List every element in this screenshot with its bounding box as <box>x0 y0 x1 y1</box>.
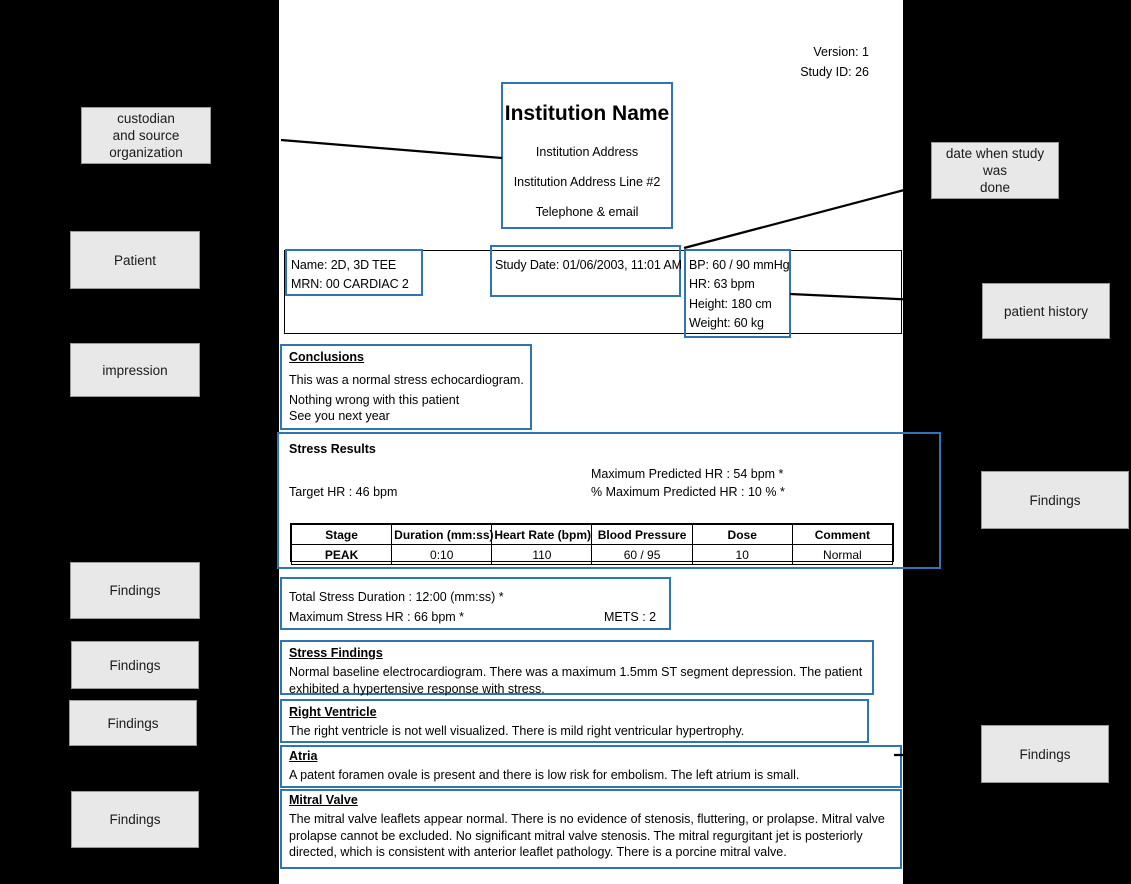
target-hr: Target HR : 46 bpm <box>289 485 398 499</box>
mitral-valve-heading: Mitral Valve <box>289 793 358 807</box>
stress-summary-highlight-box <box>280 577 671 630</box>
right-ventricle-body: The right ventricle is not well visualiz… <box>289 724 745 738</box>
demographics-row-outline <box>284 250 902 334</box>
vitals-weight: Weight: 60 kg <box>689 316 764 330</box>
stress-table-header-row: Stage Duration (mm:ss) Heart Rate (bpm) … <box>290 524 894 545</box>
patient-identity-highlight-box <box>285 249 423 296</box>
max-predicted-hr: Maximum Predicted HR : 54 bpm * <box>591 467 784 481</box>
conclusions-highlight-box <box>280 344 532 430</box>
stress-table-container: Stage Duration (mm:ss) Heart Rate (bpm) … <box>290 523 894 565</box>
mitral-valve-body: The mitral valve leaflets appear normal.… <box>289 812 885 859</box>
mets-value: METS : 2 <box>604 610 657 624</box>
stress-cell-blood-pressure: 60 / 95 <box>591 544 693 565</box>
stress-findings-highlight-box <box>280 640 874 695</box>
stress-findings-body: Normal baseline electrocardiogram. There… <box>289 665 863 696</box>
stress-col-blood-pressure: Blood Pressure <box>591 524 693 545</box>
annotation-findings-right-1[interactable]: Findings <box>981 471 1129 529</box>
institution-name: Institution Name <box>504 102 670 125</box>
stress-col-duration: Duration (mm:ss) <box>391 524 494 545</box>
vitals-bp: BP: 60 / 90 mmHg <box>689 258 790 272</box>
stress-cell-comment: Normal <box>791 544 894 565</box>
version-label: Version: 1 <box>813 45 869 59</box>
institution-address-2: Institution Address Line #2 <box>513 175 661 189</box>
annotation-patient[interactable]: Patient <box>70 231 200 289</box>
mitral-valve-highlight-box <box>280 789 902 869</box>
annotation-patient-history[interactable]: patient history <box>982 283 1110 339</box>
stress-col-heart-rate: Heart Rate (bpm) <box>491 524 593 545</box>
table-row: PEAK 0:10 110 60 / 95 10 Normal <box>290 544 894 565</box>
annotation-findings-1[interactable]: Findings <box>70 562 200 619</box>
annotation-custodian[interactable]: custodian and source organization <box>81 107 211 164</box>
stress-results-heading: Stress Results <box>289 442 376 456</box>
annotation-findings-3[interactable]: Findings <box>69 700 197 746</box>
institution-address-1: Institution Address <box>535 145 639 159</box>
stress-findings-heading: Stress Findings <box>289 646 383 660</box>
conclusions-line-2: Nothing wrong with this patient <box>289 393 460 407</box>
study-date: Study Date: 01/06/2003, 11:01 AM <box>495 258 682 272</box>
atria-highlight-box <box>280 745 902 788</box>
vitals-height: Height: 180 cm <box>689 297 772 311</box>
vitals-hr: HR: 63 bpm <box>689 277 755 291</box>
maximum-stress-hr: Maximum Stress HR : 66 bpm * <box>289 610 465 624</box>
conclusions-line-3: See you next year <box>289 409 390 423</box>
conclusions-heading: Conclusions <box>289 350 365 364</box>
conclusions-line-1: This was a normal stress echocardiogram. <box>289 373 524 387</box>
annotation-impression[interactable]: impression <box>70 343 200 397</box>
stress-results-highlight-box <box>277 432 941 569</box>
right-ventricle-highlight-box <box>280 699 869 743</box>
annotation-study-date[interactable]: date when study was done <box>931 142 1059 199</box>
report-page: Version: 1 Study ID: 26 Institution Name… <box>279 0 903 884</box>
annotation-findings-right-2[interactable]: Findings <box>981 725 1109 783</box>
institution-contact: Telephone & email <box>535 205 639 219</box>
atria-body: A patent foramen ovale is present and th… <box>289 768 800 782</box>
atria-heading: Atria <box>289 749 318 763</box>
study-id-label: Study ID: 26 <box>800 65 869 79</box>
stress-cell-dose: 10 <box>691 544 793 565</box>
right-ventricle-heading: Right Ventricle <box>289 705 377 719</box>
patient-name: Name: 2D, 3D TEE <box>291 258 397 272</box>
study-date-highlight-box <box>490 245 681 297</box>
stress-cell-heart-rate: 110 <box>491 544 593 565</box>
pct-max-predicted-hr: % Maximum Predicted HR : 10 % * <box>591 485 785 499</box>
stress-table: Stage Duration (mm:ss) Heart Rate (bpm) … <box>290 524 894 565</box>
annotation-findings-2[interactable]: Findings <box>71 641 199 689</box>
annotation-findings-4[interactable]: Findings <box>71 791 199 848</box>
patient-mrn: MRN: 00 CARDIAC 2 <box>291 277 409 291</box>
stress-cell-duration: 0:10 <box>391 544 493 565</box>
total-stress-duration: Total Stress Duration : 12:00 (mm:ss) * <box>289 590 504 604</box>
stress-cell-stage: PEAK <box>290 544 393 565</box>
